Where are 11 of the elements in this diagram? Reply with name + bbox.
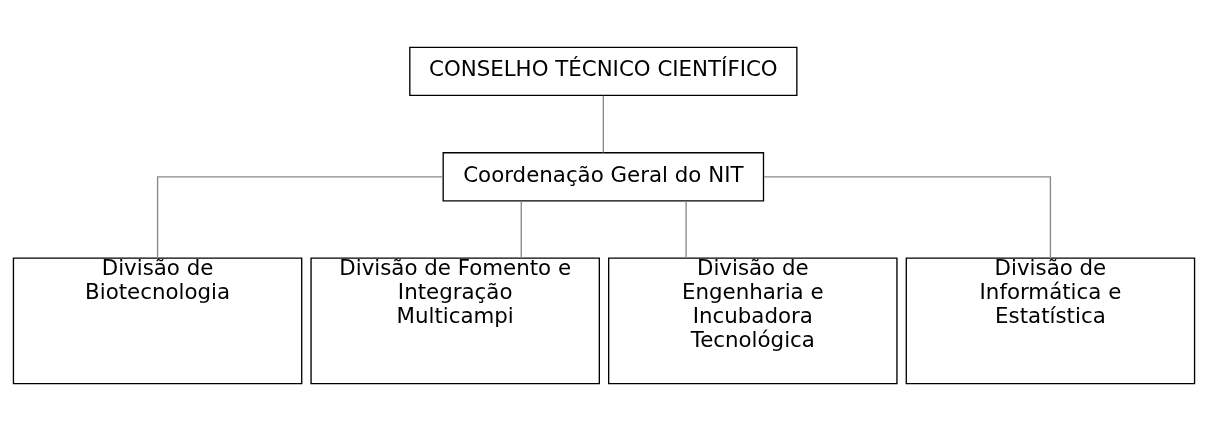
node-box: Coordenação Geral do NIT [442,152,765,202]
connector [602,95,604,154]
node-box: Divisão de Engenharia e Incubadora Tecnológica [608,257,898,385]
connector [763,176,1052,259]
node-box: CONSELHO TÉCNICO CIENTÍFICO [409,46,798,97]
connector [685,200,687,259]
node-box: Divisão de Biotecnologia [12,257,303,385]
connector [520,200,522,259]
node-box: Divisão de Fomento e Integração Multicampi [310,257,600,385]
connector [156,176,444,259]
node-box: Divisão de Informática e Estatística [905,257,1196,385]
